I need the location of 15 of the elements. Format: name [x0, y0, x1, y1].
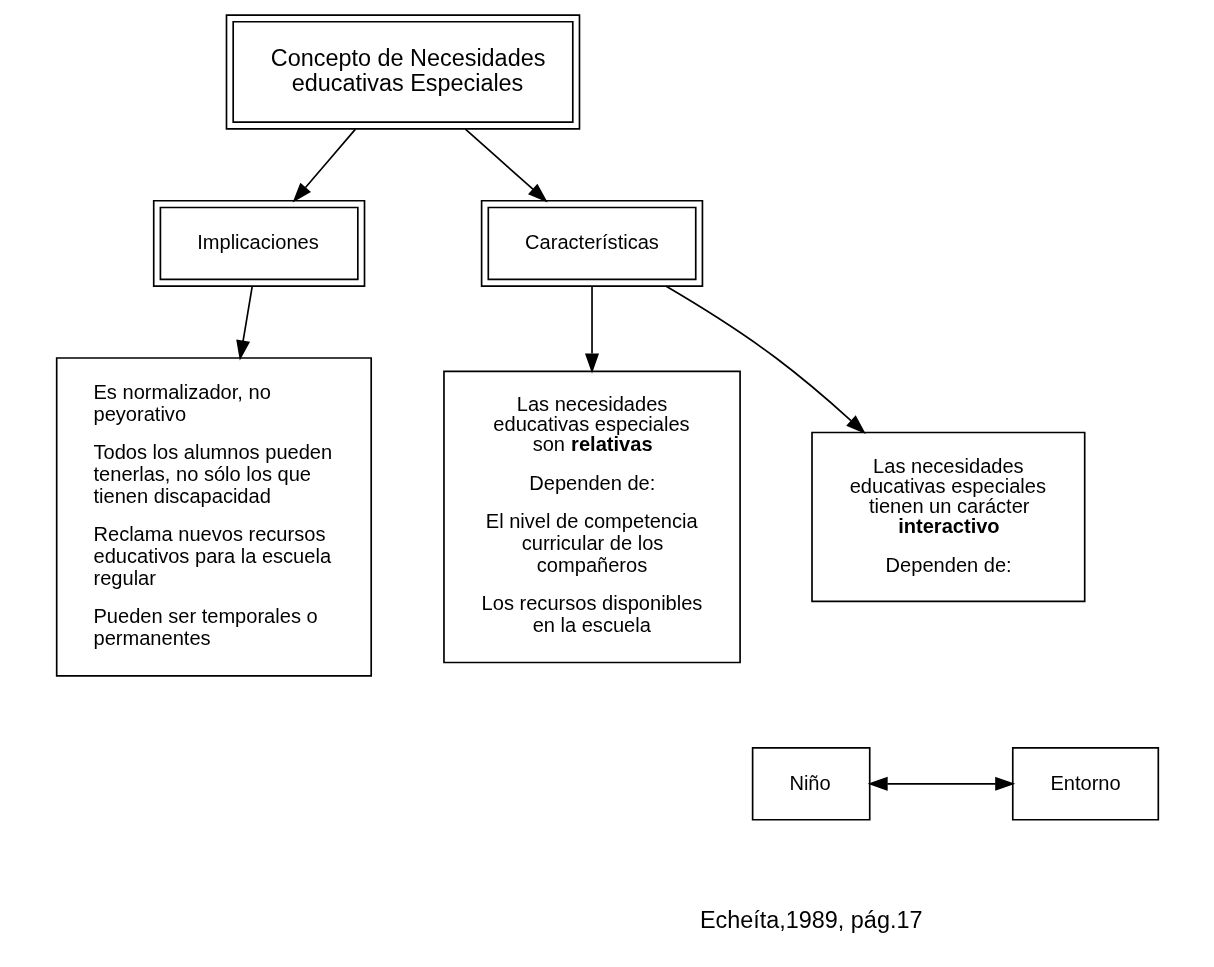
- arrow: [464, 128, 548, 203]
- node-box: Características: [480, 199, 703, 287]
- arrow: [235, 285, 253, 361]
- node-box: Niño: [751, 747, 871, 821]
- arrow: [292, 128, 356, 203]
- arrow: [867, 776, 1015, 791]
- node-box: Concepto de Necesidades educativas Especiales: [225, 14, 580, 130]
- node-box: Es normalizador, no peyorativo Todos los alumnos pueden tenerlas, no sólo los que tienen discapacidad Reclama nuevos recursos educativos para la escuela regular Pueden ser temporales o permanentes: [55, 357, 372, 677]
- node-box: Entorno: [1011, 747, 1159, 821]
- label: Echeíta,1989, pág.17: [699, 906, 922, 933]
- node-box: Las necesidades educativas especiales tienen un carácter interactivo Dependen de:: [810, 431, 1086, 603]
- arrow: [664, 285, 866, 435]
- node-box: Implicaciones: [152, 199, 365, 287]
- node-box: Las necesidades educativas especiales son relativas Dependen de: El nivel de competencia curricular de los compañeros Los recursos disponibles en la escuela: [442, 370, 741, 664]
- arrow: [584, 285, 599, 374]
